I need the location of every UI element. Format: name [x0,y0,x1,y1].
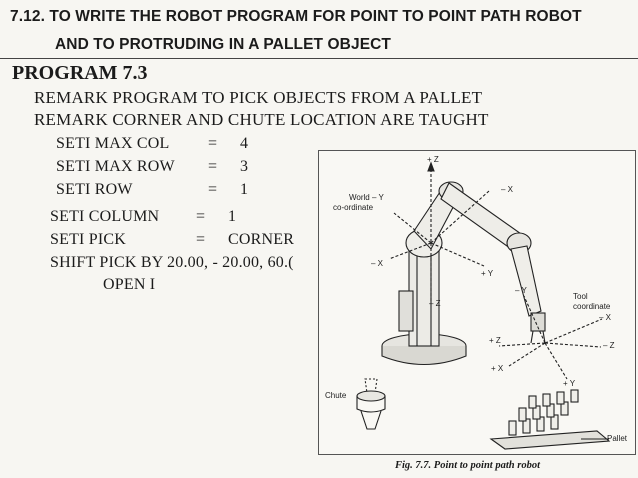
program-line-open: OPEN I [103,276,156,293]
label-tool-neg-z: – Z [603,341,615,350]
program-line-equals: = [196,231,206,248]
label-world-neg-x: – X [371,259,384,268]
label-tool-coordinate: coordinate [573,302,611,311]
section-heading-line1: 7.12. TO WRITE THE ROBOT PROGRAM FOR POI… [10,8,582,26]
label-pallet: Pallet [607,434,628,443]
remark-line-1: REMARK PROGRAM TO PICK OBJECTS FROM A PA… [34,88,483,107]
label-world-neg-z: – Z [429,299,441,308]
section-title-line1: TO WRITE THE ROBOT PROGRAM FOR POINT TO … [49,8,582,25]
label-tool-pos-y: + Y [563,379,576,388]
label-tool: Tool [573,292,588,301]
program-line-value: 3 [240,158,249,175]
program-line-equals: = [208,135,218,152]
label-tool-pos-x: + X [491,364,504,373]
label-tool-neg-y: – Y [515,286,527,295]
program-line-row: SETI ROW = 1 [56,181,248,199]
program-line-equals: = [208,158,218,175]
program-line-command: SETI PICK [50,231,127,248]
program-line-value: 1 [228,208,237,225]
program-line-value: 1 [240,181,249,198]
robot-diagram [356,161,611,450]
section-title-line2: AND TO PROTRUDING IN A PALLET OBJECT [55,36,391,53]
section-number: 7.12. [10,8,45,25]
program-line-value: 4 [240,135,249,152]
program-line-command: SETI COLUMN [50,208,160,225]
program-line-max-col: SETI MAX COL = 4 [56,135,248,153]
program-line-command: SETI MAX ROW [56,158,175,175]
remark-line-2: REMARK CORNER AND CHUTE LOCATION ARE TAU… [34,110,489,129]
label-world-pos-y: + Y [481,269,494,278]
label-chute: Chute [325,391,347,400]
label-world-pos-z: + Z [427,155,439,164]
program-line-column: SETI COLUMN = 1 [50,208,236,226]
robot-figure: + Z World – Y co-ordinate – X – X + Y – … [318,150,636,455]
label-tool-neg-x: – X [599,313,612,322]
program-line-value: CORNER [228,231,295,248]
figure-caption: Fig. 7.7. Point to point path robot [395,460,540,471]
program-line-command: SETI MAX COL [56,135,170,152]
label-world-neg-y: World – Y [349,193,384,202]
section-divider [0,58,638,59]
program-line-max-row: SETI MAX ROW = 3 [56,158,248,176]
label-tool-pos-z: + Z [489,336,501,345]
label-world-neg-x-top: – X [501,185,514,194]
program-line-shift: SHIFT PICK BY 20.00, - 20.00, 60.( [50,254,294,271]
program-line-pick: SETI PICK = CORNER [50,231,294,249]
program-line-command: SETI ROW [56,181,133,198]
label-world-coordinate: co-ordinate [333,203,374,212]
program-line-equals: = [196,208,206,225]
program-title: PROGRAM 7.3 [12,62,148,84]
program-line-equals: = [208,181,218,198]
